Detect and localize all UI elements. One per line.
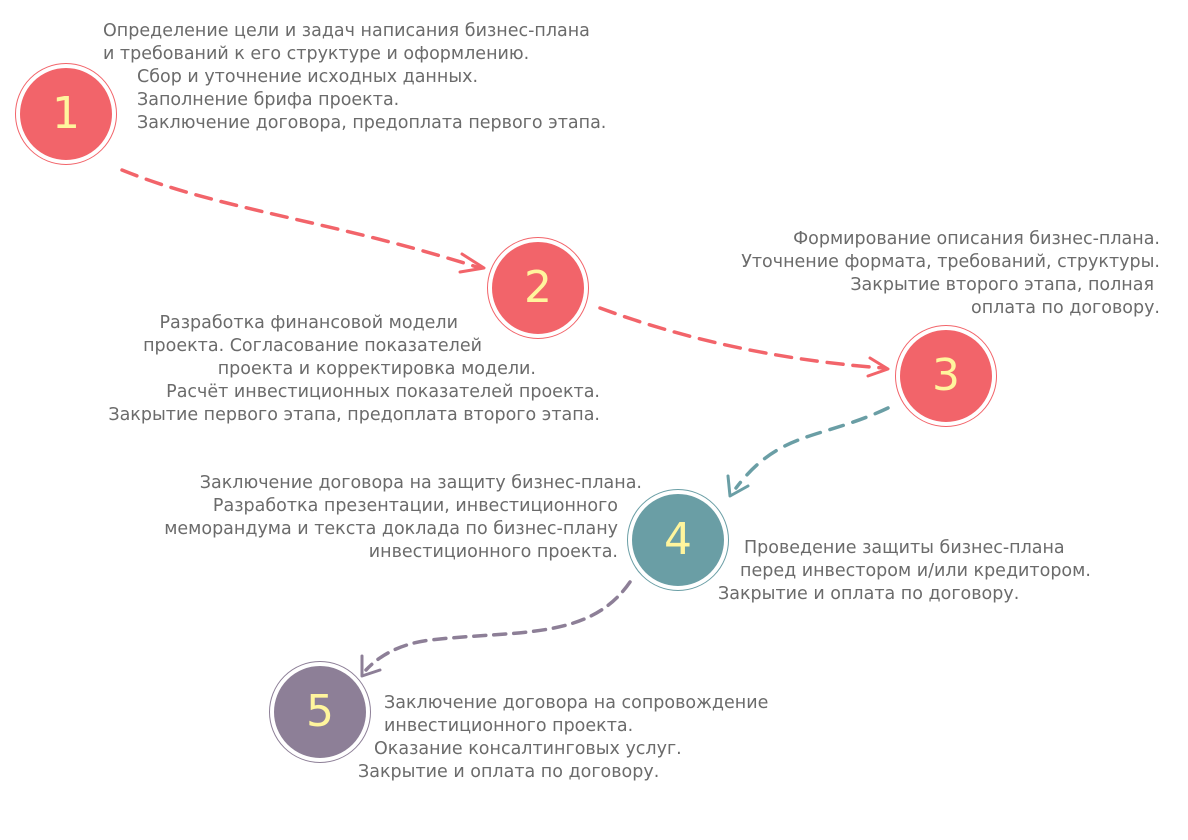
step-4-line: Заключение договора на защиту бизнес-пла… (199, 473, 642, 493)
step-4-line: перед инвестором и/или кредитором. (740, 561, 1091, 581)
step-1-number: 1 (52, 88, 80, 139)
step-4-line: Закрытие и оплата по договору. (718, 584, 1020, 604)
step-4-circle: 4 (627, 489, 729, 591)
step-1-line: Заполнение брифа проекта. (137, 90, 400, 110)
step-1-line: Определение цели и задач написания бизне… (103, 21, 590, 41)
step-3-number: 3 (932, 350, 960, 401)
step-4-line: Проведение защиты бизнес-плана (744, 538, 1065, 558)
step-4-number: 4 (664, 514, 692, 565)
step-3-line: Формирование описания бизнес-плана. (793, 229, 1160, 249)
step-1-ring (15, 63, 117, 165)
arrow-4-to-5 (364, 580, 632, 672)
step-5-line: Закрытие и оплата по договору. (358, 762, 660, 782)
arrowhead-3-to-4 (726, 474, 750, 498)
step-1-description: Определение цели и задач написания бизне… (103, 20, 606, 135)
step-2-ring (487, 237, 589, 339)
step-3-circle: 3 (895, 325, 997, 427)
step-5-number: 5 (306, 686, 334, 737)
step-2-circle: 2 (487, 237, 589, 339)
arrowhead-2-to-3 (866, 356, 890, 378)
step-3-line: оплата по договору. (970, 298, 1160, 318)
step-5-line: инвестиционного проекта. (384, 716, 634, 736)
step-5-line: Заключение договора на сопровождение (384, 693, 769, 713)
step-1-line: и требований к его структуре и оформлени… (103, 44, 530, 64)
step-5-ring (269, 661, 371, 763)
step-1-line: Заключение договора, предоплата первого … (137, 113, 607, 133)
step-4-line: меморандума и текста доклада по бизнес-п… (164, 519, 618, 539)
step-2-line: Закрытие первого этапа, предоплата второ… (108, 405, 600, 425)
step-1-line: Сбор и уточнение исходных данных. (137, 67, 479, 87)
step-4-description-right: Проведение защиты бизнес-плана перед инв… (718, 537, 1091, 606)
step-3-line: Закрытие второго этапа, полная (850, 275, 1154, 295)
arrow-2-to-3 (598, 306, 886, 370)
step-2-line: Разработка финансовой модели (159, 313, 458, 333)
step-4-line: Разработка презентации, инвестиционного (212, 496, 618, 516)
step-5-circle: 5 (269, 661, 371, 763)
step-4-description-left: Заключение договора на защиту бизнес-пла… (60, 472, 642, 564)
step-2-description: Разработка финансовой модели проекта. Со… (30, 312, 600, 427)
step-3-line: Уточнение формата, требований, структуры… (741, 252, 1160, 272)
step-2-line: Расчёт инвестиционных показателей проект… (166, 382, 600, 402)
step-4-line: инвестиционного проекта. (368, 542, 618, 562)
arrowhead-4-to-5 (360, 654, 382, 678)
arrowhead-1-to-2 (458, 252, 486, 274)
step-1-circle: 1 (15, 63, 117, 165)
step-5-line: Оказание консалтинговых услуг. (374, 739, 682, 759)
step-4-ring (627, 489, 729, 591)
step-5-description: Заключение договора на сопровождение инв… (358, 692, 768, 784)
step-2-line: проекта и корректировка модели. (217, 359, 536, 379)
step-2-number: 2 (524, 262, 552, 313)
arrow-3-to-4 (734, 406, 890, 490)
step-3-ring (895, 325, 997, 427)
step-3-description: Формирование описания бизнес-плана. Уточ… (620, 228, 1160, 320)
arrow-1-to-2 (120, 168, 482, 270)
step-2-line: проекта. Согласование показателей (143, 336, 482, 356)
